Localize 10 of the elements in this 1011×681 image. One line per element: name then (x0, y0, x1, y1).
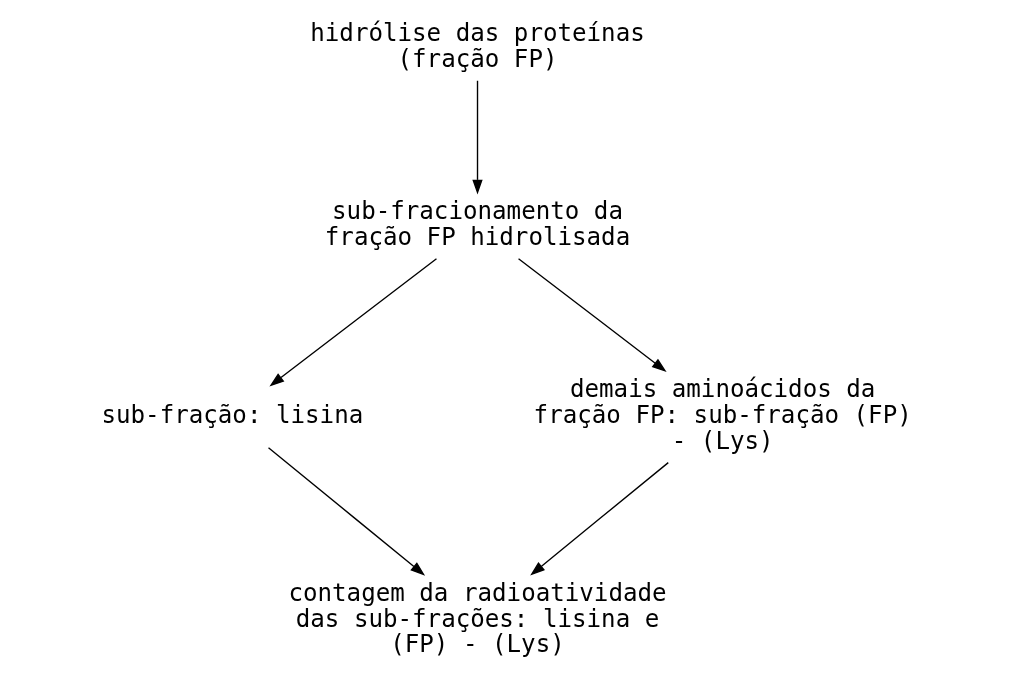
node-text: demais aminoácidos da fração FP: sub-fração (FP) - (Lys) (533, 374, 912, 455)
node-text: contagem da radioatividade das sub-frações: lisina e (FP) - (Lys) (287, 578, 667, 659)
node-text: sub-fração: lisina (100, 400, 363, 429)
arrow (529, 461, 669, 576)
node-text: hidrólise das proteínas (fração FP) (309, 19, 645, 74)
arrow (267, 447, 425, 576)
arrow (268, 258, 437, 387)
node-text: sub-fracionamento da fração FP hidrolisada (324, 197, 630, 252)
arrow (471, 80, 483, 195)
arrow (517, 258, 667, 372)
